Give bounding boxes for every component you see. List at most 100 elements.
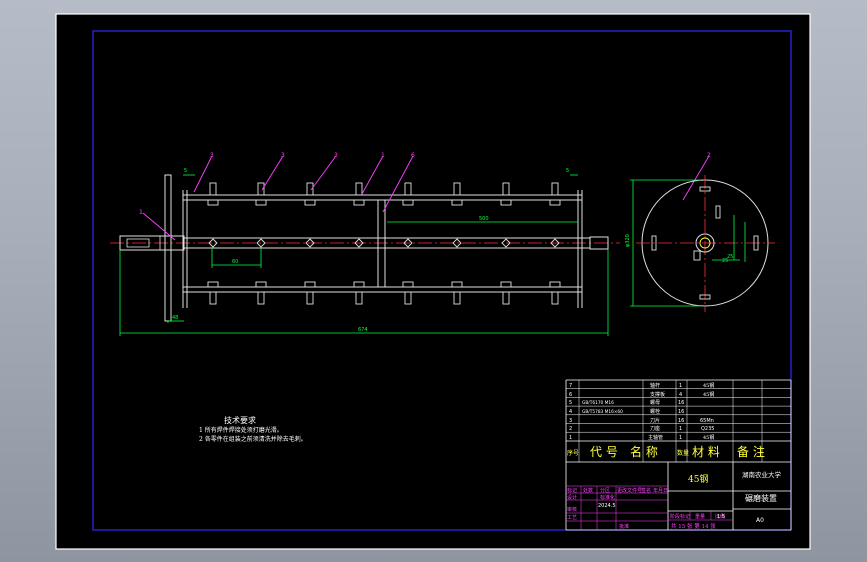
tb-design: 设计 <box>567 494 577 501</box>
svg-text:3: 3 <box>569 418 572 424</box>
svg-text:主轴管: 主轴管 <box>648 434 663 441</box>
tb-label-sign: 签名 <box>641 487 651 494</box>
svg-text:GB/T6170 M16: GB/T6170 M16 <box>582 400 614 406</box>
drawing-border <box>92 30 792 531</box>
notes-title: 技术要求 <box>224 415 256 425</box>
dim-span: 500 <box>479 216 489 222</box>
svg-text:刀片: 刀片 <box>650 417 660 424</box>
header-code: 代 号 <box>590 445 618 459</box>
svg-text:45钢: 45钢 <box>703 391 714 398</box>
tb-label-zone: 分区 <box>600 487 610 494</box>
side-dimensions <box>630 179 746 307</box>
svg-text:GB/T5783 M16×60: GB/T5783 M16×60 <box>582 409 623 415</box>
dim-pitch: 60 <box>232 259 238 265</box>
balloon-1: 1 <box>381 152 385 159</box>
tb-school: 湖南农业大学 <box>742 470 782 479</box>
top-blade-row <box>207 182 561 206</box>
parts-list: 7 轴杆 1 45钢 6 支撑板 4 45钢 5 GB/T6170 M16 螺母… <box>565 379 792 530</box>
tb-check: 审核 <box>567 506 577 513</box>
shaft-right-end <box>589 236 609 250</box>
tb-stage: 阶段标记 <box>670 513 690 520</box>
svg-text:螺栓: 螺栓 <box>650 408 660 415</box>
tb-weight: 重量 <box>695 513 705 520</box>
tb-size: A0 <box>756 517 764 524</box>
tb-approve: 批准 <box>619 523 629 530</box>
svg-text:轴杆: 轴杆 <box>650 382 660 389</box>
svg-text:Q235: Q235 <box>701 426 714 432</box>
svg-text:支撑板: 支撑板 <box>650 391 665 398</box>
front-view: 3 3 3 1 6 1 2 674 500 60 48 5 <box>110 152 711 336</box>
svg-text:5: 5 <box>569 400 572 406</box>
parts-row: 2 刀座 1 Q235 <box>569 425 714 432</box>
bottom-blade-row <box>207 281 561 305</box>
balloon-1b: 1 <box>139 209 143 216</box>
svg-text:1: 1 <box>569 435 572 441</box>
dimension-texts: 674 500 60 48 5 5 <box>172 168 569 333</box>
parts-list-rows: 7 轴杆 1 45钢 6 支撑板 4 45钢 5 GB/T6170 M16 螺母… <box>569 382 714 441</box>
dim-diameter: φ320 <box>625 234 631 247</box>
svg-text:16: 16 <box>678 418 684 424</box>
svg-text:45钢: 45钢 <box>703 382 714 389</box>
svg-text:16: 16 <box>678 400 684 406</box>
keyway <box>126 238 150 248</box>
svg-text:1: 1 <box>679 383 682 389</box>
tb-scale-label: 比例 <box>715 513 725 520</box>
tb-label-date: 年月日 <box>653 487 668 494</box>
tb-scale: 1:5 <box>717 514 725 520</box>
svg-text:7: 7 <box>569 383 572 389</box>
technical-requirements: 技术要求 1 所有焊件焊接处须打磨光滑。 2 各零件在组装之前须清洗并除去毛刺。 <box>199 415 307 443</box>
dim-end-gap: 5 <box>184 168 187 174</box>
header-qty: 数量 <box>677 449 689 457</box>
tb-material: 45钢 <box>688 473 708 485</box>
parts-row: 6 支撑板 4 45钢 <box>569 391 714 398</box>
model-space-background <box>55 13 811 550</box>
balloon-2: 2 <box>707 152 711 159</box>
header-name: 名 称 <box>630 444 658 459</box>
parts-row: 3 刀片 16 65Mn <box>569 417 714 424</box>
tb-label-mark: 标记 <box>567 487 577 494</box>
tb-label-change: 更改文件号 <box>617 487 642 494</box>
svg-text:16: 16 <box>678 409 684 415</box>
title-block: 标记 处数 分区 更改文件号 签名 年月日 设计 审核 工艺 标准化 批准 阶段… <box>566 462 791 531</box>
dim-flange: 48 <box>172 315 178 321</box>
svg-text:4: 4 <box>569 409 572 415</box>
middle-blade-row <box>208 238 560 248</box>
balloon-3a: 3 <box>210 152 214 159</box>
dim-small: 25 <box>727 254 733 260</box>
header-no: 序号 <box>567 449 579 457</box>
dim-small-2: 25 <box>722 258 728 264</box>
svg-text:4: 4 <box>679 392 682 398</box>
dimension-lines <box>119 174 609 336</box>
side-dimension-texts: φ320 25 25 <box>625 234 733 264</box>
tb-sheet-info: 共 15 张 第 14 张 <box>671 522 716 530</box>
tb-label-count: 处数 <box>583 487 593 494</box>
svg-text:刀座: 刀座 <box>650 425 660 432</box>
svg-text:6: 6 <box>569 392 572 398</box>
side-view: φ320 25 25 <box>625 175 775 312</box>
balloon-numbers: 3 3 3 1 6 1 2 <box>139 152 711 216</box>
svg-text:65Mn: 65Mn <box>700 418 714 424</box>
parts-row: 1 主轴管 1 45钢 <box>569 434 714 441</box>
tb-drawing-name: 碾磨装置 <box>745 493 777 503</box>
tb-process: 工艺 <box>567 515 577 521</box>
svg-text:螺母: 螺母 <box>650 399 660 406</box>
svg-text:45钢: 45钢 <box>703 434 714 441</box>
notes-line-2: 2 各零件在组装之前须清洗并除去毛刺。 <box>199 435 307 443</box>
balloon-leaders <box>142 155 710 241</box>
tb-standard: 标准化 <box>600 494 615 501</box>
parts-row: 4 GB/T5783 M16×60 螺栓 16 <box>569 408 684 415</box>
balloon-6: 6 <box>411 152 415 159</box>
parts-row: 7 轴杆 1 45钢 <box>569 382 714 389</box>
notes-line-1: 1 所有焊件焊接处须打磨光滑。 <box>199 426 283 434</box>
balloon-3b: 3 <box>281 152 285 159</box>
dim-overall-length: 674 <box>358 327 368 333</box>
dim-end-gap-2: 5 <box>566 168 569 174</box>
parts-list-header: 序号 代 号 名 称 数量 材 料 备 注 <box>567 444 765 459</box>
tb-designer-value: 2024.5 <box>598 503 616 509</box>
header-material: 材 料 <box>692 445 720 459</box>
hub-inner <box>699 237 711 249</box>
svg-text:2: 2 <box>569 426 572 432</box>
svg-text:1: 1 <box>679 435 682 441</box>
header-note: 备 注 <box>737 444 765 459</box>
